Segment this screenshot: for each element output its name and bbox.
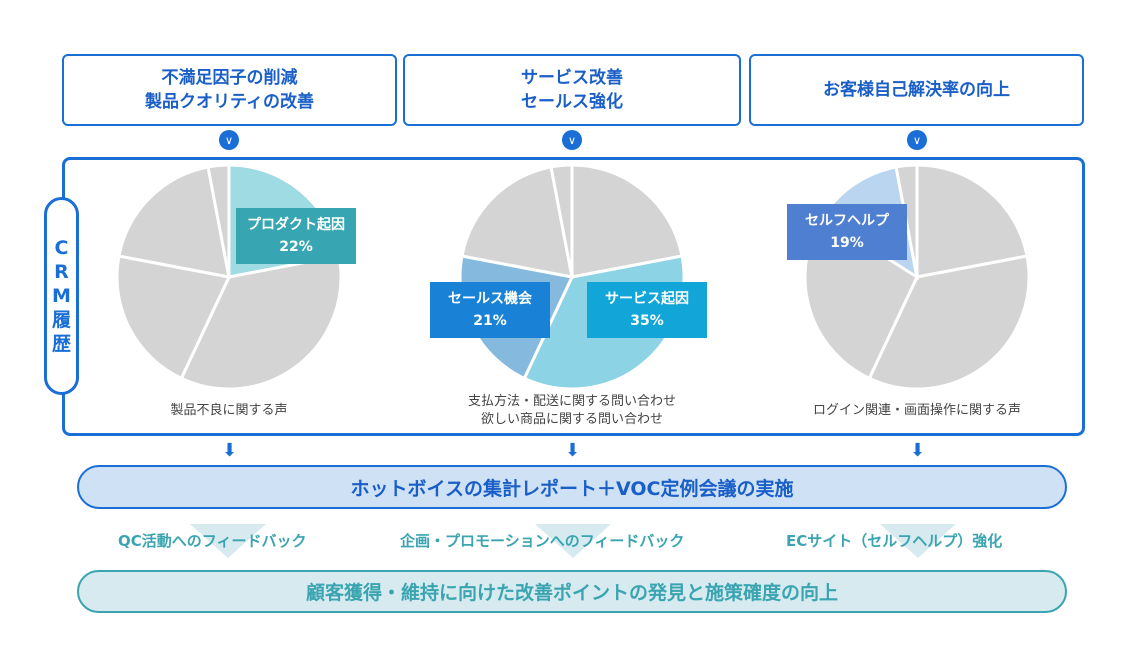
triangle-icon (535, 524, 611, 558)
chevron-down-icon: ∨ (219, 130, 239, 150)
pie-slice (915, 163, 1029, 279)
pie-slice (549, 163, 574, 278)
chevron-down-icon: ∨ (562, 130, 582, 150)
caption-product: 製品不良に関する声 (170, 403, 288, 418)
label-pct: 19% (830, 235, 864, 251)
pie-slice (570, 163, 684, 279)
pie-slice (179, 254, 343, 391)
crm-history-label: C R M 履 歴 (44, 197, 79, 395)
label-name: プロダクト起因 (247, 217, 345, 233)
pie-slice (867, 254, 1031, 391)
label-product-cause: プロダクト起因 22% (236, 208, 356, 264)
arrow-down-icon: ⬇ (222, 440, 238, 461)
feedback-qc: QC活動へのフィードバック (118, 532, 307, 550)
caption-service: 支払方法・配送に関する問い合わせ 欲しい商品に関する問い合わせ (467, 394, 676, 427)
crm-char: R (54, 261, 69, 283)
label-pct: 22% (279, 239, 313, 255)
crm-char: C (54, 237, 69, 259)
result-bar: 顧客獲得・維持に向けた改善ポイントの発見と施策確度の向上 (77, 570, 1067, 613)
goal-box-service: サービス改善 セールス強化 (403, 54, 741, 126)
pie-slice (460, 165, 574, 279)
label-pct: 35% (630, 313, 664, 329)
arrow-down-icon: ⬇ (910, 440, 926, 461)
label-self-help: セルフヘルプ 19% (787, 204, 907, 260)
goal-box-selfhelp: お客様自己解決率の向上 (749, 54, 1084, 126)
label-name: セルフヘルプ (805, 213, 889, 229)
caption-selfhelp: ログイン関連・画面操作に関する声 (812, 403, 1021, 418)
label-name: サービス起因 (605, 291, 689, 307)
arrow-down-icon: ⬇ (565, 440, 581, 461)
label-name: セールス機会 (448, 291, 532, 307)
crm-char: 歴 (51, 333, 71, 355)
report-bar: ホットボイスの集計レポート＋VOC定例会議の実施 (77, 465, 1067, 509)
label-pct: 21% (473, 313, 507, 329)
chevron-down-icon: ∨ (907, 130, 927, 150)
pie-slice (117, 165, 231, 279)
label-sales-opportunity: セールス機会 21% (430, 282, 550, 338)
crm-char: 履 (51, 309, 71, 331)
feedback-planning: 企画・プロモーションへのフィードバック (400, 532, 685, 550)
goal-box-quality: 不満足因子の削減 製品クオリティの改善 (62, 54, 397, 126)
crm-char: M (52, 285, 71, 307)
triangle-icon (880, 524, 956, 558)
pie-slice (115, 254, 232, 381)
label-service-cause: サービス起因 35% (587, 282, 707, 338)
feedback-ec: ECサイト（セルフヘルプ）強化 (786, 532, 1003, 550)
triangle-icon (190, 524, 266, 558)
pie-slice (206, 163, 231, 278)
